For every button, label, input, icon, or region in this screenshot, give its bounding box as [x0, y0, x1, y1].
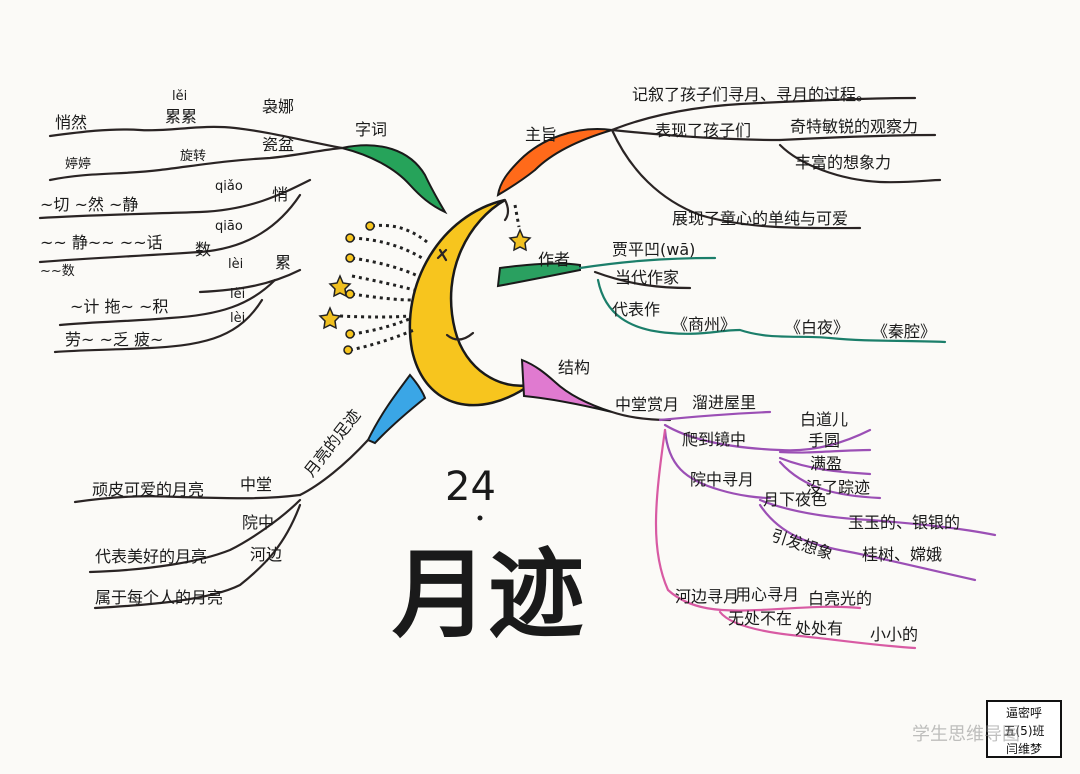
structure-item: 河边寻月	[675, 587, 739, 606]
word-item: 劳~ ~乏 疲~	[65, 330, 163, 349]
structure-item: 桂树、嫦娥	[862, 545, 942, 564]
theme-branch-label: 主旨	[525, 125, 557, 144]
structure-item: 处处有	[795, 619, 843, 638]
word-item: 旋转	[180, 149, 206, 164]
word-item: 袅娜	[262, 97, 294, 116]
structure-item: 小小的	[870, 625, 918, 644]
theme-item: 记叙了孩子们寻月、寻月的过程。	[632, 85, 872, 104]
word-pinyin: lěi	[172, 89, 187, 104]
theme-item: 奇特敏锐的观察力	[790, 117, 918, 136]
author-item: 《商州》	[672, 315, 736, 334]
word-item: 累累	[165, 107, 197, 126]
star-rays	[339, 204, 521, 352]
trace-branch-label: 月亮的足迹	[300, 406, 364, 481]
structure-item: 玉玉的、银银的	[848, 513, 960, 532]
lesson-title: 月迹	[392, 539, 584, 651]
structure-item: 中堂赏月	[615, 395, 679, 414]
structure-item: 手圆	[808, 431, 840, 450]
trace-item: 院中	[242, 513, 274, 532]
author-item: 贾平凹(wā)	[612, 240, 695, 259]
trace-item: 顽皮可爱的月亮	[92, 480, 204, 499]
theme-item: 展现了童心的单纯与可爱	[672, 209, 848, 228]
structure-item: 院中寻月	[690, 470, 754, 489]
structure-item: 满盈	[810, 454, 842, 473]
trace-branch-lines	[73, 438, 370, 610]
author-item: 代表作	[612, 300, 660, 319]
structure-item: 引发想象	[769, 526, 836, 564]
trace-item: 中堂	[240, 475, 272, 494]
author-branch-label: 作者	[538, 250, 570, 269]
structure-item: 爬到镜中	[682, 430, 746, 449]
word-pinyin: qiāo	[215, 219, 243, 234]
word-pinyin: lèi	[228, 257, 243, 272]
author-branch-ribbon	[496, 262, 581, 288]
theme-item: 表现了孩子们	[655, 121, 751, 140]
author-badge: 逼密呼 五(5)班 闫维梦	[986, 700, 1062, 758]
trace-item: 代表美好的月亮	[95, 547, 207, 566]
lesson-number-dot	[477, 515, 483, 521]
structure-branch-lines	[610, 410, 997, 650]
structure-item: 白道儿	[800, 410, 848, 429]
badge-line: 逼密呼	[1005, 706, 1042, 720]
trace-item: 属于每个人的月亮	[95, 588, 223, 607]
theme-item: 丰富的想象力	[795, 153, 891, 172]
structure-item: 用心寻月	[735, 585, 799, 604]
author-item: 当代作家	[615, 268, 679, 287]
theme-branch-lines	[610, 96, 942, 230]
structure-branch-ribbon	[520, 358, 613, 413]
structure-branch-label: 结构	[558, 358, 590, 377]
word-pinyin: lèi	[230, 311, 245, 326]
lesson-number: 24	[445, 464, 496, 510]
structure-item: 白亮光的	[808, 589, 872, 608]
badge-line: 五(5)班	[1003, 724, 1045, 738]
word-item: ~切 ~然 ~静	[40, 195, 138, 214]
word-item: ~~数	[40, 264, 75, 279]
words-branch-label: 字词	[355, 120, 387, 139]
trace-item: 河边	[250, 545, 282, 564]
word-item: 悄	[272, 185, 288, 204]
structure-item: 无处不在	[728, 609, 792, 628]
word-item: 婷婷	[65, 156, 91, 172]
word-item: 累	[275, 253, 291, 272]
structure-item: 没了踪迹	[806, 478, 870, 497]
word-item: 悄然	[55, 113, 87, 132]
ray-beads	[343, 221, 375, 355]
word-item: 瓷盆	[262, 135, 294, 154]
word-pinyin: lěi	[230, 287, 245, 302]
word-pinyin: qiǎo	[215, 179, 243, 194]
structure-item: 溜进屋里	[692, 393, 756, 412]
word-item: ~~ 静~~ ~~话	[40, 233, 163, 252]
author-item: 《秦腔》	[872, 322, 936, 341]
watermark: 学生思维导图	[912, 724, 1020, 745]
badge-line: 闫维梦	[1005, 742, 1042, 756]
words-branch-ribbon	[341, 144, 448, 215]
star-icons	[318, 228, 532, 330]
theme-branch-ribbon	[496, 128, 613, 197]
word-item: 数	[195, 240, 211, 259]
structure-item: 月下夜色	[763, 490, 827, 509]
trace-branch-ribbon	[366, 373, 427, 445]
word-item: ~计 拖~ ~积	[70, 297, 168, 316]
moon-illustration	[408, 198, 531, 407]
words-branch-lines	[38, 125, 344, 354]
author-branch-lines	[578, 256, 947, 344]
author-item: 《白夜》	[785, 318, 849, 337]
